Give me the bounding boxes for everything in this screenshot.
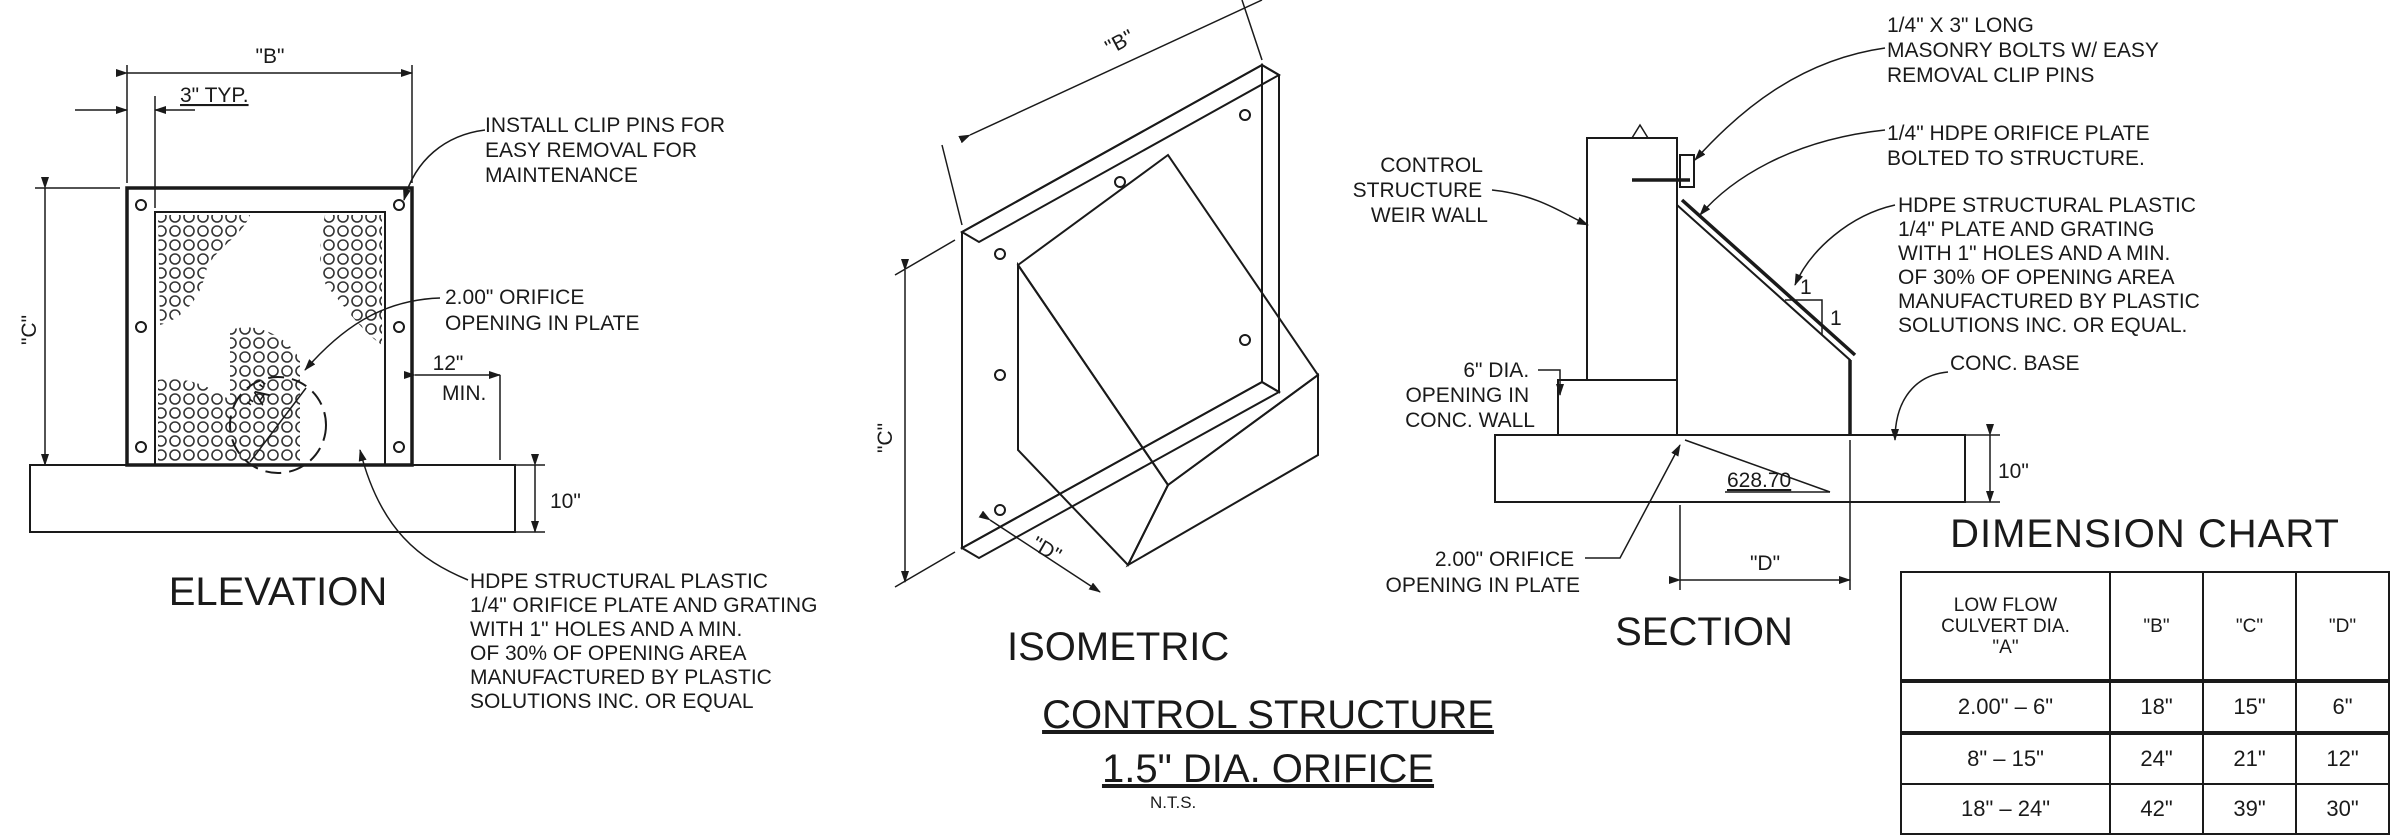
table-header-row: LOW FLOW CULVERT DIA. "A" "B" "C" "D" (1900, 571, 2390, 682)
leader-orifice-section (1585, 444, 1681, 559)
section-elevation-value: 628.70 (1727, 469, 1791, 492)
bolt-hole (135, 199, 147, 211)
orifice-diameter-line (249, 387, 307, 463)
slope-label-1b: 1 (1830, 307, 1842, 330)
section-weir-wall (1586, 137, 1678, 381)
isometric-view: "B" "C" "D" ISOMETRIC (874, 0, 1320, 669)
leader-orifice (304, 297, 441, 371)
leader-hdpe-section (1794, 204, 1896, 286)
iso-grate-side-face (1125, 373, 1319, 568)
iso-plate-bottom-edge (959, 380, 1282, 560)
section-wall-opening (1557, 379, 1678, 436)
cell-b: 24" (2109, 732, 2204, 785)
header-d: "D" (2295, 571, 2390, 682)
leader-clip-pins (403, 129, 486, 201)
section-concrete-base (1494, 434, 1966, 503)
bolt-hole (393, 441, 405, 453)
iso-plate-top-edge (959, 63, 1282, 244)
leader-bolts (1694, 47, 1886, 161)
cell-culvert-dia: 18" – 24" (1900, 783, 2111, 835)
leader-wall-opening (1538, 369, 1564, 396)
iso-dim-d-label: "D" (1028, 532, 1066, 567)
header-culvert-dia: LOW FLOW CULVERT DIA. "A" (1900, 571, 2111, 682)
dim-min-label: MIN. (442, 382, 486, 405)
table-row: 8" – 15" 24" 21" 12" (1900, 732, 2390, 785)
perforation-patch (230, 327, 300, 462)
section-dim-10-label: 10" (1998, 460, 2029, 483)
cell-d: 30" (2295, 783, 2390, 835)
note-bolts: 1/4" X 3" LONG MASONRY BOLTS W/ EASY REM… (1887, 14, 2164, 87)
cell-c: 39" (2202, 783, 2297, 835)
table-row: 18" – 24" 42" 39" 30" (1900, 783, 2390, 835)
note-orifice-section: 2.00" ORIFICE OPENING IN PLATE (1386, 548, 1581, 597)
dim-typ-label: 3" TYP. (180, 84, 249, 107)
dim-b-label: "B" (256, 45, 285, 68)
cell-culvert-dia: 8" – 15" (1900, 732, 2111, 785)
dim-10-label: 10" (550, 490, 581, 513)
note-plate: 1/4" HDPE ORIFICE PLATE BOLTED TO STRUCT… (1887, 122, 2155, 170)
note-wall-opening: 6" DIA. OPENING IN CONC. WALL (1405, 359, 1535, 432)
bolt-hole (393, 199, 405, 211)
note-conc-base: CONC. BASE (1950, 352, 2080, 375)
iso-plate-face (961, 63, 1263, 550)
orifice-circle (229, 376, 327, 474)
leader-weir (1491, 189, 1589, 226)
cell-c: 15" (2202, 679, 2297, 735)
dimension-chart-title: DIMENSION CHART (1950, 512, 2340, 556)
cell-c: 21" (2202, 732, 2297, 785)
dim-12-label: 12" (433, 352, 464, 375)
dimension-table: LOW FLOW CULVERT DIA. "A" "B" "C" "D" 2.… (1900, 571, 2390, 835)
elevation-concrete-base (29, 464, 516, 533)
isometric-title: ISOMETRIC (1007, 625, 1229, 669)
iso-grate-front-face (1017, 261, 1170, 567)
elevation-view: "A" "B" 3" TYP. "C" 12" MIN. 10" IN (18, 45, 823, 713)
leader-hdpe (358, 449, 469, 581)
slope-indicator (1785, 299, 1823, 335)
table-row: 2.00" – 6" 18" 15" 6" (1900, 679, 2390, 735)
title-block: CONTROL STRUCTURE 1.5" DIA. ORIFICE N.T.… (1042, 693, 1494, 812)
section-title: SECTION (1615, 610, 1793, 654)
scale-note: N.T.S. (1150, 793, 1196, 812)
note-hdpe-section: HDPE STRUCTURAL PLASTIC 1/4" PLATE AND G… (1898, 194, 2206, 337)
note-hdpe-elevation: HDPE STRUCTURAL PLASTIC 1/4" ORIFICE PLA… (470, 570, 823, 713)
note-weir-wall: CONTROL STRUCTURE WEIR WALL (1353, 154, 1488, 227)
section-view: 1 1 628.70 "D" 10" 1/4" X 3" LONG MASONR… (1353, 14, 2206, 654)
slope-label-1a: 1 (1800, 276, 1812, 299)
leader-plate (1699, 129, 1886, 216)
perforation-patch (320, 215, 382, 345)
note-orifice-elevation: 2.00" ORIFICE OPENING IN PLATE (445, 286, 640, 335)
elevation-title: ELEVATION (169, 570, 388, 614)
dim-c-label: "C" (18, 315, 41, 345)
bolt-hole (135, 321, 147, 333)
cell-d: 12" (2295, 732, 2390, 785)
iso-dim-c-label: "C" (874, 423, 897, 453)
cell-b: 42" (2109, 783, 2204, 835)
bolt-hole (393, 321, 405, 333)
bolt-hole (135, 441, 147, 453)
iso-plate-side (1261, 63, 1280, 394)
section-grate (1676, 202, 1851, 436)
main-title: CONTROL STRUCTURE (1042, 693, 1494, 737)
cell-b: 18" (2109, 679, 2204, 735)
perforation-patch (158, 379, 230, 462)
header-c: "C" (2202, 571, 2297, 682)
cell-d: 6" (2295, 679, 2390, 735)
perforation-patch (158, 215, 250, 325)
section-dim-d-label: "D" (1750, 552, 1780, 575)
cell-culvert-dia: 2.00" – 6" (1900, 679, 2111, 735)
note-clip-pins: INSTALL CLIP PINS FOR EASY REMOVAL FOR M… (485, 114, 731, 187)
iso-dim-b-label: "B" (1102, 26, 1138, 60)
iso-grate-top-face (1016, 153, 1320, 487)
leader-base (1891, 371, 1949, 441)
main-subtitle: 1.5" DIA. ORIFICE (1102, 747, 1434, 791)
dimension-chart: DIMENSION CHART LOW FLOW CULVERT DIA. "A… (1900, 512, 2390, 835)
header-b: "B" (2109, 571, 2204, 682)
